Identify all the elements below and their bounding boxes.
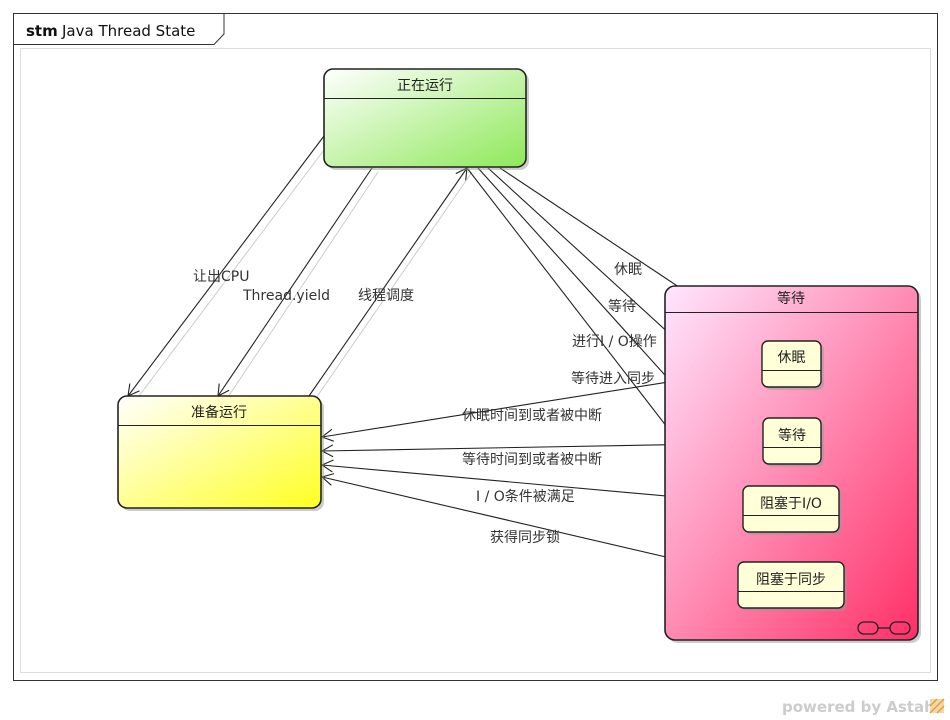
frame-keyword: stm <box>26 22 58 40</box>
diagram-frame <box>13 13 938 681</box>
frame-title: Java Thread State <box>61 22 195 40</box>
transition-yield-cpu[interactable] <box>127 135 325 397</box>
label-sleep-done: 休眠时间到或者被中断 <box>462 408 602 424</box>
substate-blocked-sync[interactable]: 阻塞于同步 <box>737 561 847 611</box>
state-ready[interactable]: 准备运行 <box>117 395 324 511</box>
transition-thread-yield[interactable] <box>217 167 373 397</box>
powered-by-label: powered by Astah <box>782 698 935 716</box>
composite-icon <box>857 621 911 635</box>
label-thread-yield: Thread.yield <box>242 288 330 304</box>
state-running-label: 正在运行 <box>397 78 453 94</box>
label-io-done: I / O条件被满足 <box>476 488 575 505</box>
transition-thread-schedule[interactable] <box>308 167 468 397</box>
label-to-sync: 等待进入同步 <box>571 370 655 387</box>
astah-logo-icon <box>929 698 945 714</box>
substate-waiting[interactable]: 等待 <box>762 417 824 467</box>
state-running[interactable]: 正在运行 <box>323 68 529 170</box>
substate-blocked-sync-label: 阻塞于同步 <box>756 571 826 588</box>
state-ready-label: 准备运行 <box>191 404 247 421</box>
label-yield-cpu: 让出CPU <box>193 269 249 285</box>
substate-blocked-io-label: 阻塞于I/O <box>760 495 822 512</box>
label-lock-acquired: 获得同步锁 <box>490 529 560 546</box>
substate-sleeping[interactable]: 休眠 <box>761 340 824 390</box>
state-waiting-label: 等待 <box>777 290 805 307</box>
frame-inner-border <box>20 48 931 673</box>
frame-tab <box>13 13 225 45</box>
substate-blocked-io[interactable]: 阻塞于I/O <box>742 485 842 535</box>
label-to-io: 进行I / O操作 <box>572 334 657 350</box>
substate-waiting-label: 等待 <box>778 427 806 444</box>
label-to-sleep: 休眠 <box>614 262 642 278</box>
label-thread-schedule: 线程调度 <box>358 288 414 304</box>
label-to-wait: 等待 <box>608 298 636 315</box>
label-wait-done: 等待时间到或者被中断 <box>462 451 602 468</box>
substate-sleeping-label: 休眠 <box>778 350 806 366</box>
